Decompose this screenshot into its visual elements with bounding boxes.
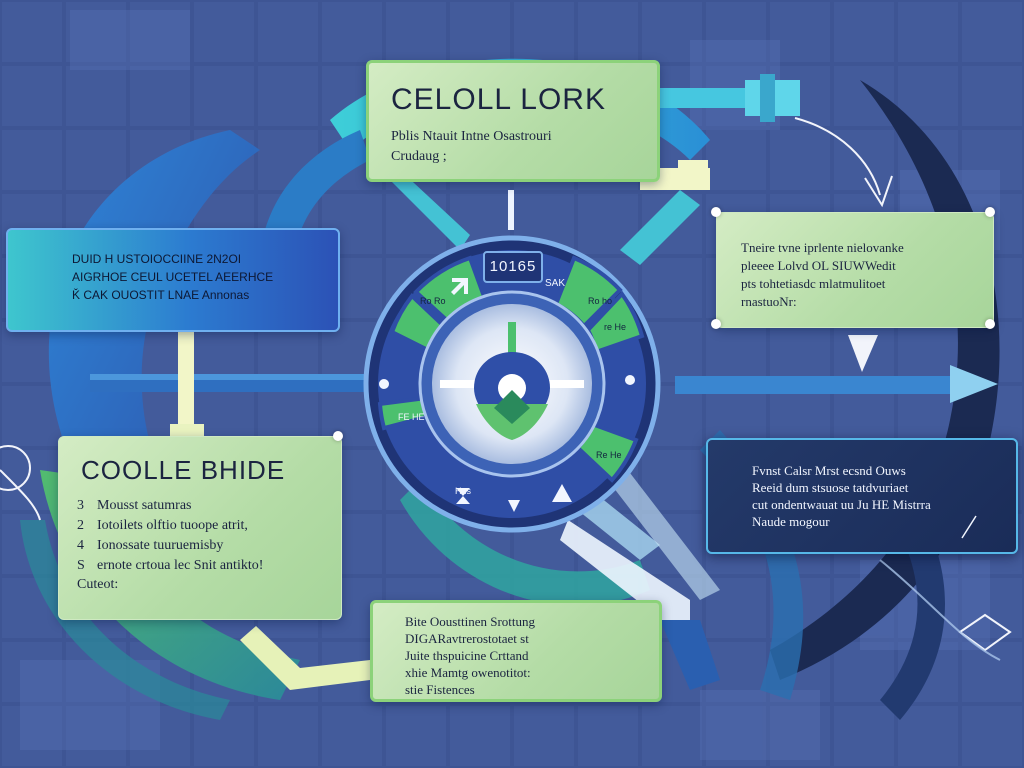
top-panel-title: CELOLL LORK	[391, 83, 606, 116]
wheel-marker-icons	[379, 278, 635, 512]
top-right-panel: Tneire tvne iprlente nielovanke pleeee L…	[716, 212, 994, 328]
wheel-label: 10165	[489, 258, 537, 275]
right-panel-line: Reeid dum stsuose tatdvuriaet	[752, 480, 909, 495]
dot-icon	[625, 375, 635, 385]
bottom-left-title: COOLLE BHIDE	[81, 455, 286, 485]
bottom-panel: Bite Oousttinen Srottung DIGARavtrerosto…	[370, 600, 662, 702]
bottom-panel-line: DIGARavtrerostotaet st	[405, 631, 529, 646]
left-panel-line: Ǩ CAK OUOSTIT LNAE Annonas	[72, 288, 250, 302]
wheel-segment-label: Hus	[455, 486, 472, 496]
alert-icon	[552, 484, 572, 502]
corner-dot	[985, 319, 995, 329]
ship-icon	[508, 500, 520, 512]
top-panel-line: Crudaug ;	[391, 149, 447, 164]
right-panel-line: Fvnst Calsr Mrst ecsnd Ouws	[752, 463, 906, 478]
top-right-line: Tneire tvne iprlente nielovanke	[741, 240, 904, 255]
corner-dot	[985, 207, 995, 217]
corner-dot	[711, 207, 721, 217]
top-panel-line: Pblis Ntauit Intne Osastrouri	[391, 129, 552, 144]
hourglass-icon	[456, 488, 470, 504]
left-panel: DUID H USTOIOCCIINE 2N2OI AIGRHOE CEUL U…	[6, 228, 340, 332]
dot-icon	[379, 379, 389, 389]
top-right-line: rnastuoNr:	[741, 294, 797, 309]
wheel-segment-label: Ro Ro	[420, 296, 446, 306]
bottom-panel-line: Juite thspuicine Crttand	[405, 648, 529, 663]
corner-dot	[711, 319, 721, 329]
top-right-line: pleeee Lolvd OL SIUWWedit	[741, 258, 896, 273]
right-panel-line: Naude mogour	[752, 514, 830, 529]
curved-arrow-top-right	[794, 117, 881, 196]
wheel-segment-label: Ro ho	[588, 296, 613, 306]
bottom-left-footer: Cuteot:	[77, 577, 119, 592]
bottom-panel-line: stie Fistences	[405, 682, 475, 697]
wheel-segment-label: SAK	[545, 278, 566, 289]
wheel-segment-label: Re He	[596, 450, 622, 460]
left-panel-line: DUID H USTOIOCCIINE 2N2OI	[72, 252, 242, 266]
right-panel-line: cut ondentwauat uu Ju HE Mistrra	[752, 497, 931, 512]
bottom-panel-line: Bite Oousttinen Srottung	[405, 614, 535, 629]
corner-dot	[333, 431, 343, 441]
top-panel: CELOLL LORK Pblis Ntauit Intne Osastrour…	[366, 60, 660, 182]
top-right-line: pts tohtetiasdc mlatmulitoet	[741, 276, 886, 291]
bottom-panel-line: xhie Mamtg owenotitot:	[405, 665, 531, 680]
right-panel: Fvnst Calsr Mrst ecsnd Ouws Reeid dum st…	[706, 438, 1018, 554]
arrow-up-right-icon	[451, 278, 468, 295]
pen-stroke-icon	[961, 515, 977, 539]
wheel-segment-label: re He	[604, 322, 627, 332]
left-panel-line: AIGRHOE CEUL UCETEL AEERHCE	[72, 270, 274, 284]
central-wheel	[363, 235, 661, 533]
wheel-segment-label: FE HE	[398, 412, 425, 422]
